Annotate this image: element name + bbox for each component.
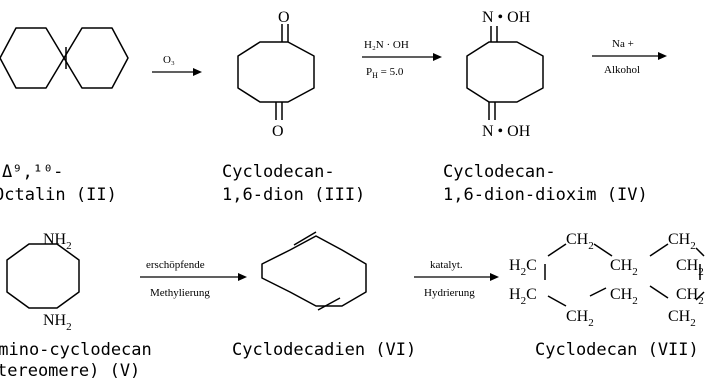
- reagent-r2-above: H₂N · OH: [364, 39, 409, 51]
- label-V-line2: tereomere) (V): [0, 361, 140, 379]
- reagent-r4-below: Methylierung: [150, 287, 210, 299]
- ch2-center-upper: CH2: [610, 257, 638, 278]
- arrow-hydrogenation: katalyt. Hydrierung: [414, 259, 499, 299]
- reagent-r5-above: katalyt.: [430, 259, 463, 271]
- reagent-r5-below: Hydrierung: [424, 287, 475, 299]
- oxime-bottom: N • OH: [482, 123, 531, 140]
- ch2-right-lower: CH2: [676, 286, 704, 307]
- reagent-r4-above: erschöpfende: [146, 259, 205, 271]
- diamine-structure: NH2 NH2: [6, 231, 80, 333]
- reagent-r3-below: Alkohol: [604, 64, 640, 76]
- ch2-bottom-1: CH2: [566, 308, 594, 329]
- ch2-bottom-2: CH2: [668, 308, 696, 329]
- ch2-top-1: CH2: [566, 231, 594, 252]
- oxygen-bottom: O: [272, 123, 284, 140]
- reagent-r1-above: O₃: [163, 54, 175, 66]
- arrow-methylation: erschöpfende Methylierung: [140, 259, 247, 299]
- label-VII: Cyclodecan (VII): [535, 340, 699, 360]
- label-IV-line2: 1,6-dion-dioxim (IV): [443, 185, 648, 205]
- oxime-top: N • OH: [482, 9, 531, 26]
- label-VI: Cyclodecadien (VI): [232, 340, 416, 360]
- reagent-r3-above: Na +: [612, 38, 634, 50]
- diene-structure: [261, 231, 367, 311]
- label-III-line1: Cyclodecan-: [222, 162, 335, 182]
- dione-structure: O O: [237, 9, 315, 140]
- octalin-structure: [0, 27, 129, 89]
- ch2-top-2: CH2: [668, 231, 696, 252]
- label-V-line1: amino-cyclodecan: [0, 340, 152, 360]
- label-II-line2: Octalin (II): [0, 185, 117, 205]
- h2c-left-lower: H2C: [509, 286, 537, 307]
- arrow-oximation: H₂N · OH PH = 5.0: [362, 39, 442, 80]
- reagent-r2-below: PH = 5.0: [366, 66, 404, 80]
- label-III-line2: 1,6-dion (III): [222, 185, 365, 205]
- amine-bottom: NH2: [43, 312, 72, 333]
- ch2-right-upper: CH2: [676, 257, 704, 278]
- arrow-ozonolysis: O₃: [152, 54, 202, 76]
- cyclodecane-structure: CH2 CH2 H2C CH2 CH2 H2C CH2 CH2 CH2 CH2: [509, 231, 705, 329]
- arrow-reduction: Na + Alkohol: [592, 38, 667, 76]
- label-II-line1: Δ⁹,¹⁰-: [2, 162, 63, 182]
- h2c-left-upper: H2C: [509, 257, 537, 278]
- oxygen-top: O: [278, 9, 290, 26]
- dioxime-structure: N • OH N • OH: [466, 9, 544, 140]
- label-IV-line1: Cyclodecan-: [443, 162, 556, 182]
- ch2-center-lower: CH2: [610, 286, 638, 307]
- amine-top: NH2: [43, 231, 72, 252]
